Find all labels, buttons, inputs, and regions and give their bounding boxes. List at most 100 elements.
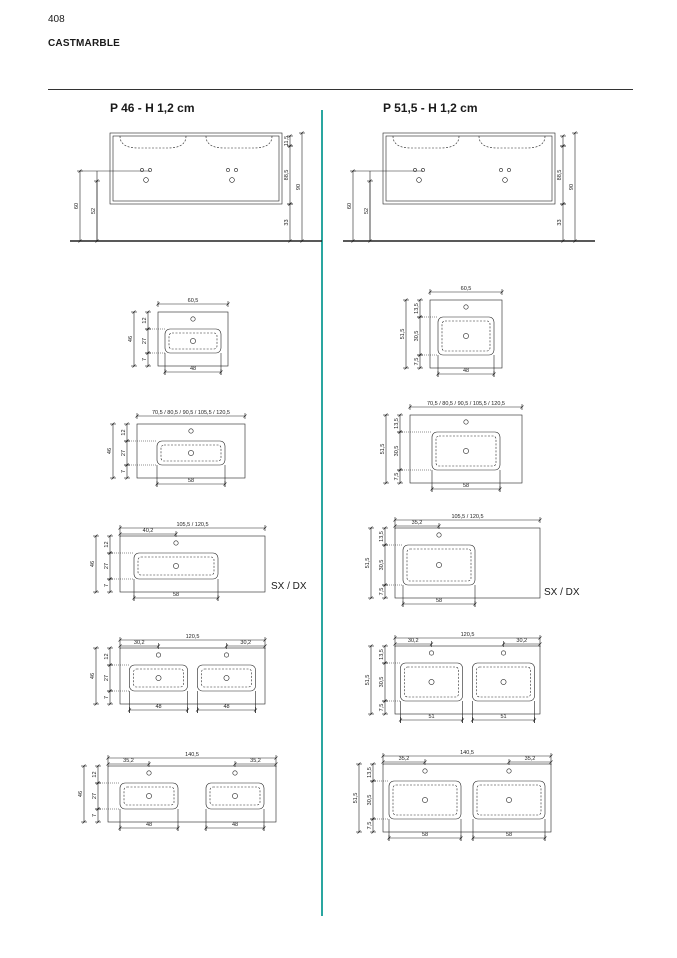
depth-bottom-label: 7,5 [414, 358, 420, 366]
dim-tick [383, 526, 387, 530]
dim-tick [82, 764, 86, 768]
dim-tick [393, 524, 397, 528]
dim-floor-label: 33 [284, 219, 290, 225]
tap-hole [422, 768, 428, 774]
basin-inner [435, 435, 497, 467]
dim-tick [94, 646, 98, 650]
dim-tick [398, 413, 402, 417]
dim-tick [561, 239, 565, 243]
depth-total-label: 51,5 [353, 793, 359, 804]
dim-total-b-label: 90 [296, 184, 302, 190]
basin-outline [400, 662, 463, 702]
tap-hole [463, 304, 469, 310]
dim-tick [108, 663, 112, 667]
basin-inner [133, 668, 184, 688]
dim-tick [383, 661, 387, 665]
depth-total-label: 51,5 [400, 329, 406, 340]
dim-tick [300, 131, 304, 135]
right-sxdx-label: SX / DX [544, 587, 580, 598]
cabinet-inner [112, 135, 280, 202]
drain-hole [463, 448, 469, 454]
tap-offset-left-label: 35,2 [399, 756, 410, 762]
basin-inner [201, 668, 252, 688]
bowl-width-label: 58 [422, 832, 428, 838]
dim-tick [108, 689, 112, 693]
dim-tick [118, 644, 122, 648]
dim-tick [94, 702, 98, 706]
dim-tick [507, 760, 511, 764]
basin-inner [160, 444, 222, 462]
dim-tick [369, 644, 373, 648]
dim-tick [78, 239, 82, 243]
tap-hole [500, 650, 506, 656]
dim-tick [428, 290, 432, 294]
basin-outline [472, 780, 546, 820]
drain-hole [143, 177, 149, 183]
depth-total-label: 51,5 [365, 558, 371, 569]
drain-hole [155, 675, 162, 681]
dim-tick [156, 302, 160, 306]
tap-hole [188, 428, 194, 434]
dim-tick [393, 518, 397, 522]
bowl-width-label: 58 [188, 478, 194, 484]
tap-offset-left-label: 30,2 [134, 640, 145, 646]
basin-outline [431, 431, 501, 471]
dim-tick [538, 518, 542, 522]
sink-top-outline [382, 763, 552, 833]
tap-offset-label: 40,2 [143, 528, 154, 534]
dim-tick [398, 468, 402, 472]
depth-total-label: 46 [107, 448, 113, 454]
depth-top-label: 12 [104, 653, 110, 659]
drain-hole [188, 450, 194, 456]
dim-tick [371, 830, 375, 834]
dim-total-a-label: 88,5 [557, 170, 563, 181]
tap-hole [506, 768, 512, 774]
basin-inner [123, 786, 175, 806]
drain-hole [422, 797, 428, 803]
left-heading: P 46 - H 1,2 cm [110, 101, 195, 115]
dim-tick [549, 760, 553, 764]
depth-total-label: 46 [128, 336, 134, 342]
basin-hidden-left [392, 135, 460, 149]
dim-tick [393, 636, 397, 640]
dim-tick [383, 699, 387, 703]
depth-mid-label: 27 [104, 563, 110, 569]
basin-outline [205, 782, 265, 810]
depth-total-label: 46 [90, 561, 96, 567]
basin-outline [164, 328, 222, 354]
depth-total-label: 46 [78, 791, 84, 797]
tap-offset-right-label: 35,2 [525, 756, 536, 762]
dim-tick [263, 644, 267, 648]
dim-tick [437, 524, 441, 528]
tap-offset-right-label: 30,2 [240, 640, 251, 646]
sink-top-outline [119, 535, 266, 593]
depth-top-label: 13,5 [379, 649, 385, 660]
column-divider [321, 110, 323, 916]
dim-tick [351, 239, 355, 243]
dim-tick [78, 169, 82, 173]
dim-tick [108, 702, 112, 706]
dim-tick [288, 144, 292, 148]
bowl-width-label: 48 [223, 704, 229, 710]
dim-tick [351, 169, 355, 173]
basin-hidden-left [119, 135, 187, 149]
dim-tick [383, 644, 387, 648]
tap-hole [234, 168, 238, 172]
dim-tick [224, 644, 229, 648]
drain-hole [502, 177, 508, 183]
dim-tick [146, 310, 150, 314]
basin-outline [388, 780, 462, 820]
depth-mid-label: 27 [121, 450, 127, 456]
dim-tick [418, 353, 422, 357]
dim-tick [371, 779, 375, 783]
dim-tick [383, 543, 387, 547]
overall-width-label: 60,5 [461, 286, 472, 292]
dim-tick [561, 144, 565, 148]
depth-total-label: 46 [90, 673, 96, 679]
dim-tick [418, 366, 422, 370]
depth-mid-label: 30,5 [394, 446, 400, 457]
sink-top-outline [409, 414, 523, 484]
dim-tick [520, 405, 524, 409]
basin-inner [476, 784, 542, 816]
depth-top-label: 12 [92, 771, 98, 777]
